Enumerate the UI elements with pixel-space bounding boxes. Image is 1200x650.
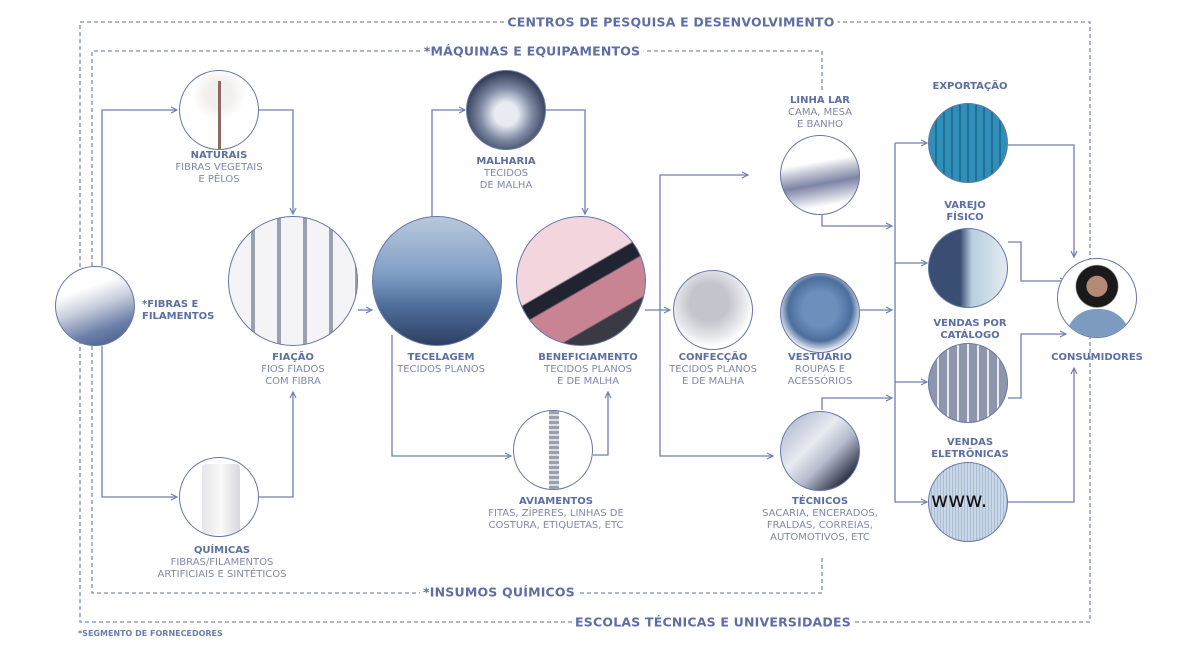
frame-label-chemicals: *INSUMOS QUÍMICOS xyxy=(420,584,578,600)
fibras-image xyxy=(55,266,135,346)
vestuario-image xyxy=(780,273,860,353)
varejo-image xyxy=(928,228,1008,308)
eletronicas-image: www. xyxy=(928,462,1008,542)
quimicas-image xyxy=(179,457,259,537)
frame-label-schools: ESCOLAS TÉCNICAS E UNIVERSIDADES xyxy=(572,614,854,630)
www-text: www. xyxy=(931,488,988,512)
consumidores-image xyxy=(1057,258,1137,338)
linha-lar-image xyxy=(780,135,860,215)
frame-label-research: CENTROS DE PESQUISA E DESENVOLVIMENTO xyxy=(504,14,838,30)
aviamentos-image xyxy=(513,410,593,490)
catalogo-image xyxy=(928,343,1008,423)
consumidores-label: CONSUMIDORES xyxy=(1051,352,1143,363)
exportacao-label: EXPORTAÇÃO xyxy=(932,81,1008,92)
frame-label-machines: *MÁQUINAS E EQUIPAMENTOS xyxy=(420,43,644,59)
tecnicos-image xyxy=(780,411,860,491)
malharia-image xyxy=(466,70,546,150)
fiacao-image xyxy=(228,216,358,346)
tecelagem-image xyxy=(372,216,502,346)
exportacao-image xyxy=(928,103,1008,183)
footnote: *SEGMENTO DE FORNECEDORES xyxy=(78,629,223,638)
beneficiamento-image xyxy=(516,216,646,346)
confeccao-image xyxy=(673,270,753,350)
naturais-image xyxy=(179,70,259,150)
